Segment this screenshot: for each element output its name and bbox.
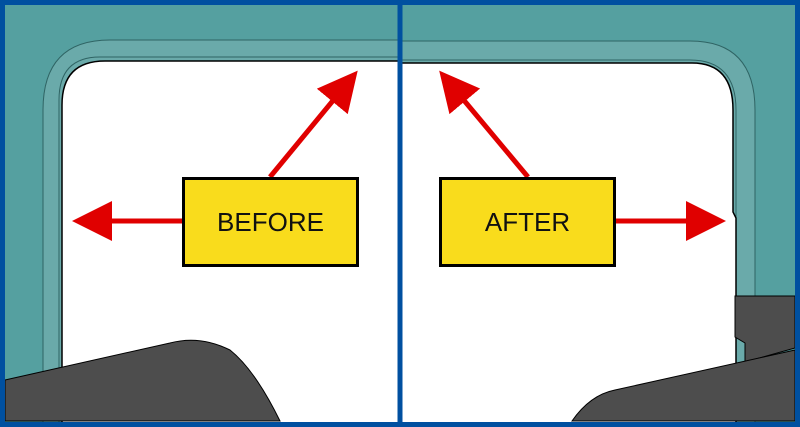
after-label-text: AFTER (484, 206, 571, 237)
before-label-text: BEFORE (217, 206, 324, 237)
arrow-up-left (439, 70, 530, 179)
before-label: BEFORE (182, 177, 359, 267)
arrow-up-right (268, 70, 358, 179)
after-label: AFTER (439, 177, 616, 267)
before-dark-part (4, 339, 281, 422)
after-dark-part-lower (571, 349, 796, 422)
